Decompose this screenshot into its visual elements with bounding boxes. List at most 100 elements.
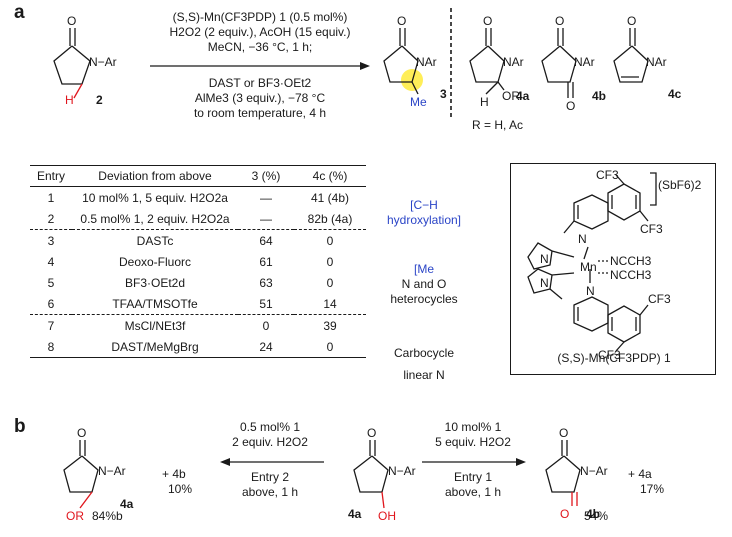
note-me-line1: [Me [413,262,434,276]
ligand-ncch3-1: NCCH3 [610,254,652,268]
compound-number-4c: 4c [668,87,682,101]
left-arrow-conditions-bottom: Entry 2 above, 1 h [216,470,324,500]
r-definition: R = H, Ac [472,118,524,132]
table-row: 5 BF3·OEt2d 63 0 [30,272,366,293]
compound-number-4a-center: 4a [348,507,362,521]
atom-h: H [65,93,74,106]
plus-4b: + 4b [162,467,186,481]
condition-entry: Entry 2 [250,470,289,484]
cell-deviation: DAST/MeMgBrg [72,336,238,358]
right-reaction-arrow [422,458,526,466]
yield-4b-minor: 10% [168,482,193,496]
table-row: 1 10 mol% 1, 5 equiv. H2O2a — 41 (4b) [30,187,366,209]
condition-fluorinating: DAST or BF3·OEt2 [208,76,312,90]
cell-yield-4: 41 (4b) [310,190,350,205]
table-row: 4 Deoxo-Fluorc 61 0 [30,251,366,272]
left-reaction-arrow [220,458,324,466]
cell-deviation: DASTc [136,233,174,248]
table-row: 2 0.5 mol% 1, 2 equiv. H2O2a — 82b (4a) [30,208,366,230]
side-product-4c: O NAr 4c [613,14,682,101]
atom-cf3-ortho: CF3 [640,222,663,236]
atom-cf3-top: CF3 [596,168,619,182]
side-product-4a: O NAr H OR 4a [469,14,530,109]
reaction-arrow [150,62,370,70]
scheme-divider [450,8,452,120]
table-row: 7 MsCl/NEt3f 0 39 [30,315,366,337]
atom-n-ar: N−Ar [89,55,117,69]
cell-yield-3: 61 [259,254,273,269]
atom-o2: O [560,507,569,521]
table-row: 8 DAST/MeMgBrg 24 0 [30,336,366,358]
atom-n-pyrrolidine-1: N [540,252,549,266]
header-deviation: Deviation from above [72,165,238,187]
cell-deviation: MsCl/NEt3f [124,318,186,333]
arrow-conditions-top: (S,S)-Mn(CF3PDP) 1 (0.5 mol%) H2O2 (2 eq… [150,10,370,55]
atom-o: O [77,426,86,440]
atom-nar: NAr [574,55,595,69]
arrow-conditions-bottom: DAST or BF3·OEt2 AlMe3 (3 equiv.), −78 °… [150,76,370,121]
product-3: O NAr Me 3 [383,14,447,106]
note-me-line2: N and O [401,277,447,291]
atom-o: O [559,426,568,440]
compound-number-3: 3 [440,87,447,101]
atom-mn: Mn [580,260,597,274]
cell-deviation: Deoxo-Fluorc [118,254,192,269]
atom-me: Me [410,95,427,106]
cell-entry: 3 [47,233,55,248]
starting-material-2: O N−Ar H 2 [53,14,117,106]
condition-time: above, 1 h [444,485,502,499]
yield-4a-minor: 17% [640,482,665,496]
compound-number-4b: 4b [586,507,600,521]
left-arrow-conditions-top: 0.5 mol% 1 2 equiv. H2O2 [216,420,324,450]
cell-yield-3: 0 [262,318,270,333]
condition-catalyst: 10 mol% 1 [444,420,502,434]
atom-o: O [67,14,76,28]
atom-o: O [367,426,376,440]
atom-nar: NAr [503,55,524,69]
cell-deviation: BF3·OEt2d [124,275,186,290]
cell-yield-4: 0 [326,254,334,269]
condition-catalyst: 0.5 mol% 1 [239,420,301,434]
compound-number-4b: 4b [592,89,606,103]
note-carbocycle: Carbocycle [393,346,455,360]
ligand-ncch3-2: NCCH3 [610,268,652,282]
table-row: 3 DASTc 64 0 [30,230,366,252]
cell-yield-4: 0 [326,233,334,248]
cell-deviation: 10 mol% 1, 5 equiv. H2O2a [82,190,228,205]
panel-b-product-4a: O N−Ar OR 4a [63,426,134,523]
atom-n-pyridine: N [578,232,587,246]
catalyst-box [510,163,716,375]
atom-n-ar: N−Ar [98,464,126,478]
compound-number-4a: 4a [120,497,134,511]
cell-entry: 6 [30,293,72,315]
cell-yield-3: 51 [238,293,294,315]
atom-o: O [397,14,406,28]
atom-or: OR [66,509,84,523]
header-yield-3: 3 (%) [238,165,294,187]
cell-entry: 5 [47,275,55,290]
atom-or: OR [502,89,520,103]
atom-nar: NAr [416,55,437,69]
cell-yield-3: 63 [259,275,273,290]
cell-yield-4: 82b (4a) [294,208,366,230]
note-ch-line1: [C−H [410,198,438,212]
condition-time: above, 1 h [241,485,299,499]
cell-deviation: 0.5 mol% 1, 2 equiv. H2O2a [72,208,238,230]
catalyst-structure: CF3 (SbF6)2 CF3 N Mn NCCH3 NCCH3 N N N C… [527,168,702,362]
note-ch-hydroxylation: [C−H hydroxylation] [374,198,474,228]
cell-entry: 4 [47,254,55,269]
compound-number-2: 2 [96,93,103,106]
header-yield-4c: 4c (%) [294,165,366,187]
cell-yield-4: 14 [294,293,366,315]
cell-yield-3: 24 [238,336,294,358]
right-arrow-conditions-bottom: Entry 1 above, 1 h [420,470,526,500]
yield-4a-left: 84%b [92,509,123,523]
header-entry: Entry [30,165,72,187]
condition-oxidant: H2O2 (2 equiv.), AcOH (15 equiv.) [169,25,351,39]
cell-entry: 8 [30,336,72,358]
cell-entry: 2 [30,208,72,230]
atom-n-ar: N−Ar [388,464,416,478]
atom-cf3-bottom-ortho: CF3 [648,292,671,306]
atom-n-pyrrolidine-2: N [540,276,549,290]
note-ch-line2: hydroxylation] [386,213,462,227]
